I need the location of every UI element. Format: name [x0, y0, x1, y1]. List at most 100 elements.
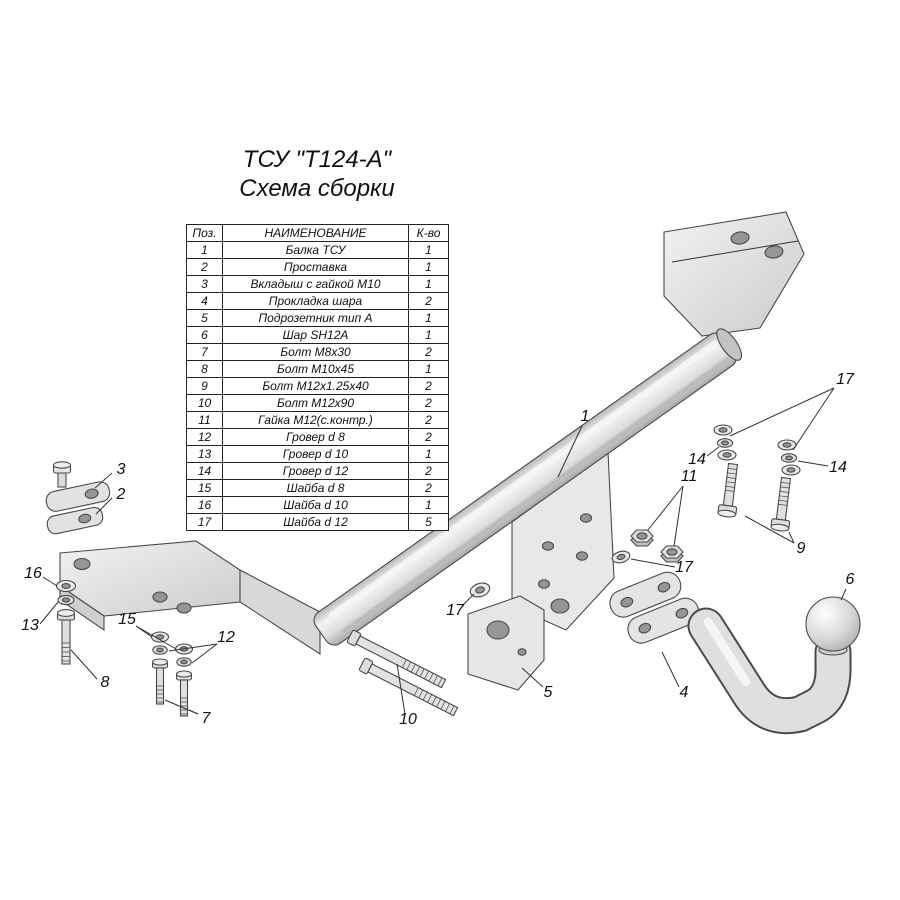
cell-quantity: 2 — [408, 411, 449, 429]
callout-14-right: 14 — [829, 459, 847, 476]
col-header-name: НАИМЕНОВАНИЕ — [222, 224, 409, 242]
bolt-9-a — [717, 462, 739, 518]
lock-washer-14-b — [780, 453, 798, 463]
nut-11-b — [660, 545, 684, 563]
cell-quantity: 5 — [408, 513, 449, 531]
cell-name: Шайба d 8 — [222, 479, 409, 497]
washer-17-tr1 — [713, 424, 733, 436]
callout-17-mid: 17 — [675, 559, 694, 576]
col-header-quantity: К-во — [408, 224, 449, 242]
callout-11: 11 — [681, 468, 698, 485]
cell-name: Гровер d 8 — [222, 428, 409, 446]
cell-position: 2 — [186, 258, 223, 276]
callout-8: 8 — [101, 674, 110, 691]
cell-quantity: 1 — [408, 496, 449, 514]
lock-washer-12-a — [152, 645, 168, 655]
cell-name: Шайба d 12 — [222, 513, 409, 531]
cell-name: Болт М12х1.25х40 — [222, 377, 409, 395]
callout-5: 5 — [544, 684, 553, 701]
parts-table-header-row: Поз. НАИМЕНОВАНИЕ К-во — [186, 224, 449, 242]
title-subtitle: Схема сборки — [239, 174, 395, 202]
cell-quantity: 2 — [408, 292, 449, 310]
cell-position: 9 — [186, 377, 223, 395]
cell-name: Вкладыш с гайкой М10 — [222, 275, 409, 293]
left-bracket — [59, 540, 321, 656]
callout-15: 15 — [118, 611, 136, 628]
cell-name: Шайба d 10 — [222, 496, 409, 514]
cell-quantity: 1 — [408, 258, 449, 276]
bolt-9-b — [770, 476, 792, 532]
callout-labels: 17 14 14 9 1 11 17 6 4 5 17 10 7 12 15 8… — [21, 371, 855, 728]
callout-17-left: 17 — [446, 602, 465, 619]
callout-9: 9 — [797, 540, 806, 557]
ball-mount-plate — [511, 450, 615, 631]
callout-6: 6 — [846, 571, 855, 588]
washer-16 — [55, 579, 77, 593]
callout-10: 10 — [399, 711, 417, 728]
cell-position: 15 — [186, 479, 223, 497]
cell-position: 1 — [186, 241, 223, 259]
nut-11-a — [630, 529, 654, 547]
insert-bolt-3 — [52, 461, 72, 488]
cell-name: Проставка — [222, 258, 409, 276]
cell-quantity: 1 — [408, 445, 449, 463]
cell-position: 16 — [186, 496, 223, 514]
cell-name: Гровер d 12 — [222, 462, 409, 480]
spacer-plate-2 — [46, 506, 104, 535]
washer-17-tr4 — [781, 464, 801, 476]
ball-gasket-4-b — [627, 597, 700, 644]
cell-quantity: 1 — [408, 241, 449, 259]
washer-17-tr3 — [777, 439, 797, 451]
callout-12: 12 — [217, 629, 235, 646]
lock-washer-14-a — [716, 438, 734, 448]
ball-hitch-6 — [687, 596, 861, 735]
cell-position: 3 — [186, 275, 223, 293]
washer-17-tr2 — [717, 449, 737, 461]
callout-7: 7 — [202, 710, 212, 727]
bolt-7-b — [175, 670, 193, 717]
cell-position: 11 — [186, 411, 223, 429]
bolt-10-a — [346, 629, 447, 689]
callout-3: 3 — [117, 461, 126, 478]
tow-beam — [313, 328, 743, 646]
callout-1: 1 — [581, 408, 590, 425]
cell-name: Прокладка шара — [222, 292, 409, 310]
cell-position: 5 — [186, 309, 223, 327]
callout-13: 13 — [21, 617, 39, 634]
bolt-7-a — [151, 658, 169, 705]
socket-plate-5 — [467, 595, 545, 691]
cell-quantity: 1 — [408, 309, 449, 327]
cell-position: 6 — [186, 326, 223, 344]
lock-washer-12-b — [176, 657, 192, 667]
insert-plate-3 — [45, 481, 111, 512]
cell-position: 4 — [186, 292, 223, 310]
lock-washer-13 — [57, 594, 75, 606]
cell-name: Болт М10х45 — [222, 360, 409, 378]
top-bracket — [663, 211, 805, 337]
cell-name: Гайка М12(с.контр.) — [222, 411, 409, 429]
cell-position: 10 — [186, 394, 223, 412]
washer-17-center — [469, 582, 491, 598]
cell-quantity: 2 — [408, 479, 449, 497]
cell-position: 12 — [186, 428, 223, 446]
cell-quantity: 2 — [408, 377, 449, 395]
cell-name: Болт М12х90 — [222, 394, 409, 412]
callout-4: 4 — [680, 684, 689, 701]
cell-quantity: 1 — [408, 360, 449, 378]
cell-position: 13 — [186, 445, 223, 463]
cell-name: Гровер d 10 — [222, 445, 409, 463]
